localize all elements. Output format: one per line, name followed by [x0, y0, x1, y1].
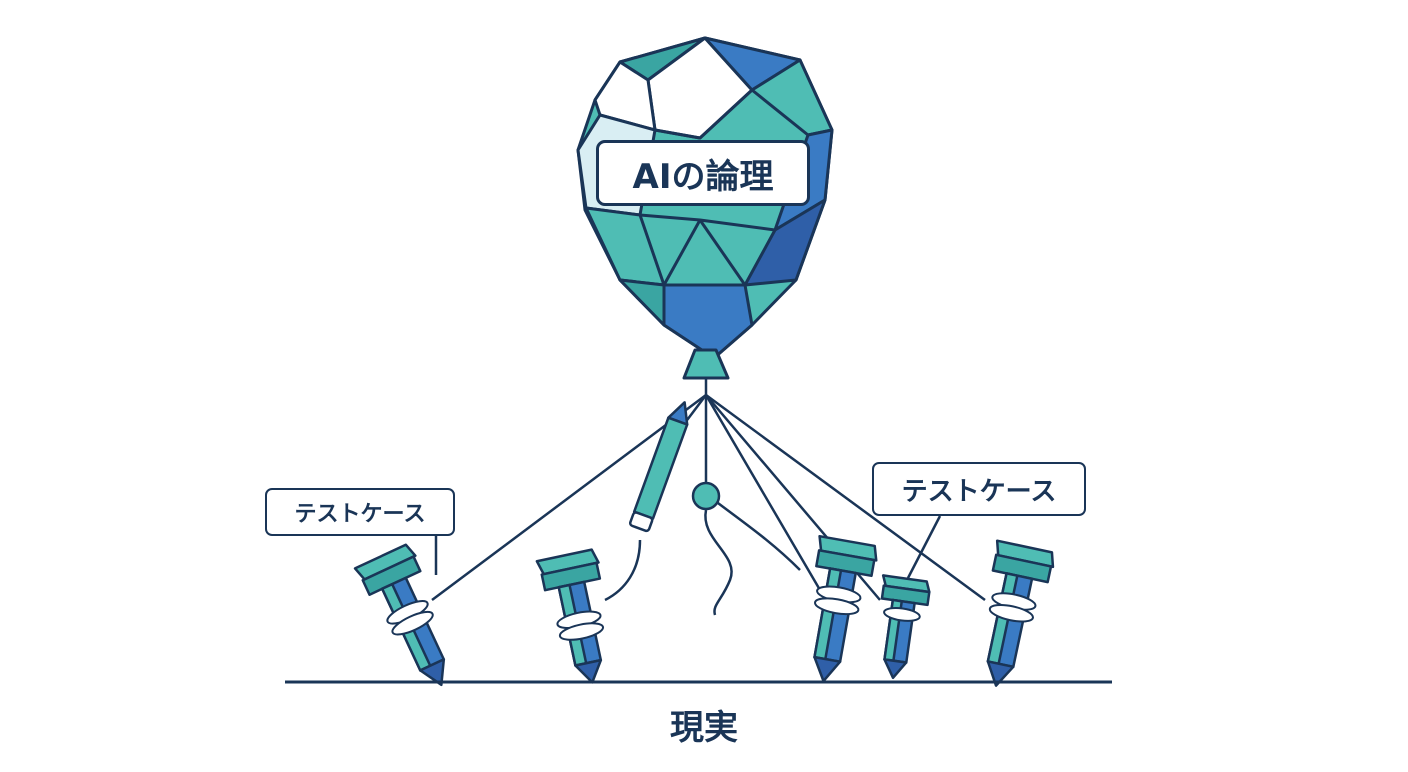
stake-icon-3: [813, 534, 878, 683]
stake-tip: [986, 660, 1015, 687]
loose-string-2: [713, 499, 801, 571]
balloon-facet-line-3: [662, 219, 702, 286]
balloon-facet-bottom-left: [618, 278, 666, 327]
stake-head-top: [818, 534, 878, 562]
test-case-label-right: テストケース: [872, 462, 1086, 516]
string-to-stake-3: [704, 394, 822, 591]
pencil-icon: [628, 401, 689, 533]
stake-rope: [556, 610, 605, 641]
balloon-facet-line-4: [698, 219, 747, 286]
stake-tip: [813, 655, 842, 683]
stake-rope: [883, 606, 921, 622]
strings: [431, 378, 986, 616]
stake-head-top: [995, 539, 1055, 569]
right-label-leader: [906, 515, 942, 579]
stake-icon-4: [880, 574, 931, 680]
knot-icon: [691, 481, 721, 511]
balloon-icon: [576, 36, 834, 380]
balloon-knot: [682, 348, 730, 380]
balloon-facet-left-top: [593, 60, 657, 132]
stake-rope: [813, 585, 862, 616]
stake-icon-1: [353, 543, 446, 687]
stake-icon-5: [986, 539, 1055, 687]
pencil-tail-string: [604, 539, 642, 602]
stake-head-top: [353, 543, 417, 581]
pencil-cap: [628, 511, 654, 533]
test-case-label-left: テストケース: [265, 488, 455, 536]
pencil-body: [632, 416, 689, 520]
stake-tip: [574, 658, 603, 684]
string-to-stake-1: [431, 393, 707, 602]
stake-rope: [386, 600, 434, 636]
balloon-label: AIの論理: [596, 140, 810, 206]
balloon-facet-line: [654, 88, 754, 140]
stake-head-top: [535, 548, 600, 576]
balloon-facet-right-low: [743, 198, 827, 287]
ground-label: 現実: [670, 708, 738, 748]
stake-icon-2: [535, 548, 605, 684]
string-to-stake-5: [705, 393, 986, 602]
stake-rope: [988, 592, 1037, 623]
loose-string: [704, 509, 733, 616]
balloon-facet-bottom: [662, 283, 754, 360]
stake-tip: [419, 658, 446, 687]
stake-tip: [883, 658, 908, 680]
